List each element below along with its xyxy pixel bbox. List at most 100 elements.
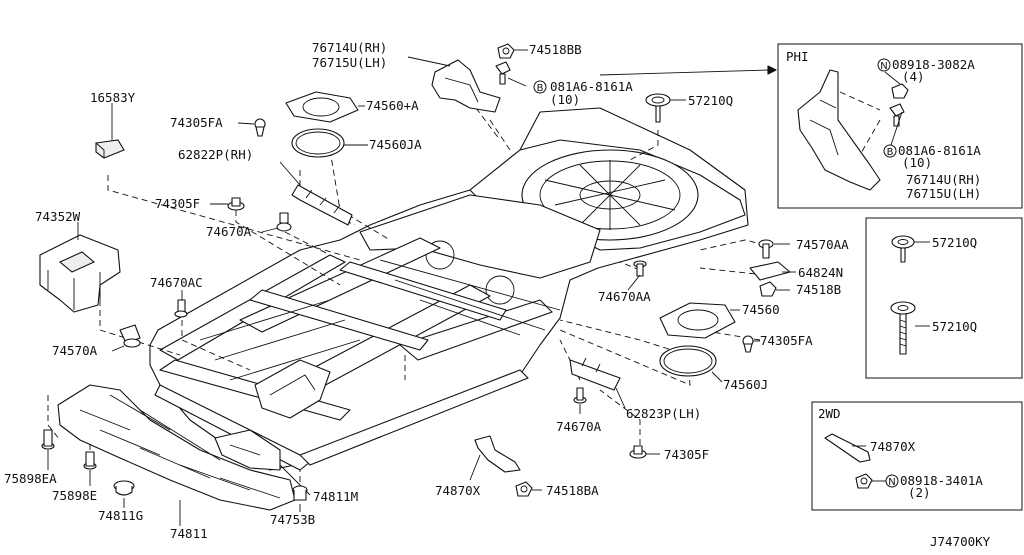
part-62823P-bracket[interactable] xyxy=(569,357,621,391)
label-74670A-bottom[interactable]: 74670A xyxy=(556,419,602,434)
part-74670A-bolt-bottom[interactable] xyxy=(573,387,587,404)
label-74753B[interactable]: 74753B xyxy=(270,512,315,527)
label-081A6-main-qty: (10) xyxy=(550,92,580,107)
label-phi-08918-qty: (4) xyxy=(902,69,925,84)
label-74670AC[interactable]: 74670AC xyxy=(150,275,203,290)
plug-inset xyxy=(865,217,1023,379)
label-76715U[interactable]: 76715U(LH) xyxy=(312,55,387,70)
svg-text:B: B xyxy=(537,83,544,94)
part-74518BB-nut[interactable] xyxy=(497,43,515,59)
label-16583Y[interactable]: 16583Y xyxy=(90,90,136,105)
svg-text:N: N xyxy=(880,61,887,72)
part-74518BA-nut[interactable] xyxy=(515,481,533,497)
floor-panel-assembly xyxy=(149,107,749,471)
label-74518BA[interactable]: 74518BA xyxy=(546,483,599,498)
label-62822P[interactable]: 62822P(RH) xyxy=(178,147,253,162)
part-74560JA-ring[interactable] xyxy=(291,128,345,158)
part-081A6-bolt[interactable] xyxy=(495,61,511,85)
label-74811G[interactable]: 74811G xyxy=(98,508,143,523)
bolt-symbol-main: B xyxy=(533,80,547,94)
label-74560JA[interactable]: 74560JA xyxy=(369,137,422,152)
label-74670AA[interactable]: 74670AA xyxy=(598,289,651,304)
label-phi-081A6[interactable]: 081A6-8161A xyxy=(898,143,981,158)
part-74305FA-clip[interactable] xyxy=(254,118,266,137)
label-64824N[interactable]: 64824N xyxy=(798,265,843,280)
diagram-id: J74700KY xyxy=(930,534,991,549)
label-75898EA[interactable]: 75898EA xyxy=(4,471,57,486)
label-phi-08918[interactable]: 08918-3082A xyxy=(892,57,975,72)
label-74560J[interactable]: 74560J xyxy=(723,377,768,392)
label-phi-76715U[interactable]: 76715U(LH) xyxy=(906,186,981,201)
part-75898EA-clip[interactable] xyxy=(41,429,55,450)
svg-text:B: B xyxy=(887,147,894,158)
part-74570A-bolt[interactable] xyxy=(119,324,141,348)
part-74560J-ring[interactable] xyxy=(659,345,717,377)
label-2wd: 2WD xyxy=(818,406,841,421)
part-74305FA-clip-right[interactable] xyxy=(742,335,754,353)
twowd-nut[interactable] xyxy=(855,473,873,489)
part-74305F-clip[interactable] xyxy=(227,197,245,211)
part-74753B-clip[interactable] xyxy=(292,485,308,501)
label-74305F-bottom[interactable]: 74305F xyxy=(664,447,709,462)
label-74670A-left[interactable]: 74670A xyxy=(206,224,252,239)
nut-symbol-2wd: N xyxy=(885,474,899,488)
part-62822P-bracket[interactable] xyxy=(291,184,353,226)
label-74305FA[interactable]: 74305FA xyxy=(170,115,223,130)
plug-57210Q-small[interactable] xyxy=(891,235,915,263)
twowd-inset xyxy=(811,401,1023,511)
label-74518BB[interactable]: 74518BB xyxy=(529,42,582,57)
part-74518B-nut[interactable] xyxy=(759,281,777,297)
part-57210Q-plug[interactable] xyxy=(645,93,671,123)
label-74560[interactable]: 74560 xyxy=(742,302,780,317)
nut-symbol-phi: N xyxy=(877,58,891,72)
part-16583Y[interactable] xyxy=(95,139,125,159)
label-2wd-08918-qty: (2) xyxy=(908,485,931,500)
label-62823P[interactable]: 62823P(LH) xyxy=(626,406,701,421)
label-phi-76714U[interactable]: 76714U(RH) xyxy=(906,172,981,187)
label-74305FA-right[interactable]: 74305FA xyxy=(760,333,813,348)
part-64824N-bracket[interactable] xyxy=(749,261,791,281)
label-74570A[interactable]: 74570A xyxy=(52,343,98,358)
part-74352W-bracket[interactable] xyxy=(39,234,121,313)
label-74811M[interactable]: 74811M xyxy=(313,489,358,504)
label-75898E[interactable]: 75898E xyxy=(52,488,97,503)
part-74870X-strap[interactable] xyxy=(474,435,521,473)
part-74670A-bolt[interactable] xyxy=(276,212,292,232)
label-74560A[interactable]: 74560+A xyxy=(366,98,419,113)
part-74570AA-bolt[interactable] xyxy=(758,239,774,259)
plug-57210Q-long[interactable] xyxy=(890,301,916,355)
label-2wd-08918[interactable]: 08918-3401A xyxy=(900,473,983,488)
part-74811G-grommet[interactable] xyxy=(113,480,135,496)
phi-nut[interactable] xyxy=(891,83,909,99)
label-74352W[interactable]: 74352W xyxy=(35,209,81,224)
phi-bolt[interactable] xyxy=(889,103,905,127)
label-74305F-left[interactable]: 74305F xyxy=(155,196,200,211)
label-57210Q-main[interactable]: 57210Q xyxy=(688,93,733,108)
part-labels: 16583Y 74305FA 74560+A 74560JA 62822P(RH… xyxy=(4,40,991,549)
label-74870X-main[interactable]: 74870X xyxy=(435,483,481,498)
svg-text:N: N xyxy=(888,477,895,488)
twowd-74870X-strap[interactable] xyxy=(824,433,871,463)
part-74811M-cover[interactable] xyxy=(214,429,281,471)
label-74811[interactable]: 74811 xyxy=(170,526,208,541)
part-74560A-grommet[interactable] xyxy=(285,91,359,123)
part-74670AC-bolt[interactable] xyxy=(174,299,188,318)
part-74305F-clip-bottom[interactable] xyxy=(629,445,647,459)
part-74560-grommet[interactable] xyxy=(659,302,736,339)
label-phi: PHI xyxy=(786,49,809,64)
phi-inset xyxy=(777,43,1023,209)
bolt-symbol-phi: B xyxy=(883,144,897,158)
label-inset-57210Q-b[interactable]: 57210Q xyxy=(932,319,977,334)
part-76714U-bracket[interactable] xyxy=(431,59,501,113)
part-75898E-clip[interactable] xyxy=(83,451,97,470)
label-081A6-main[interactable]: 081A6-8161A xyxy=(550,79,633,94)
label-74518B[interactable]: 74518B xyxy=(796,282,841,297)
label-inset-57210Q-a[interactable]: 57210Q xyxy=(932,235,977,250)
part-74811-undercover[interactable] xyxy=(57,384,296,511)
label-76714U[interactable]: 76714U(RH) xyxy=(312,40,387,55)
label-74570AA[interactable]: 74570AA xyxy=(796,237,849,252)
label-2wd-74870X[interactable]: 74870X xyxy=(870,439,916,454)
part-74670AA-bolt[interactable] xyxy=(633,260,647,277)
